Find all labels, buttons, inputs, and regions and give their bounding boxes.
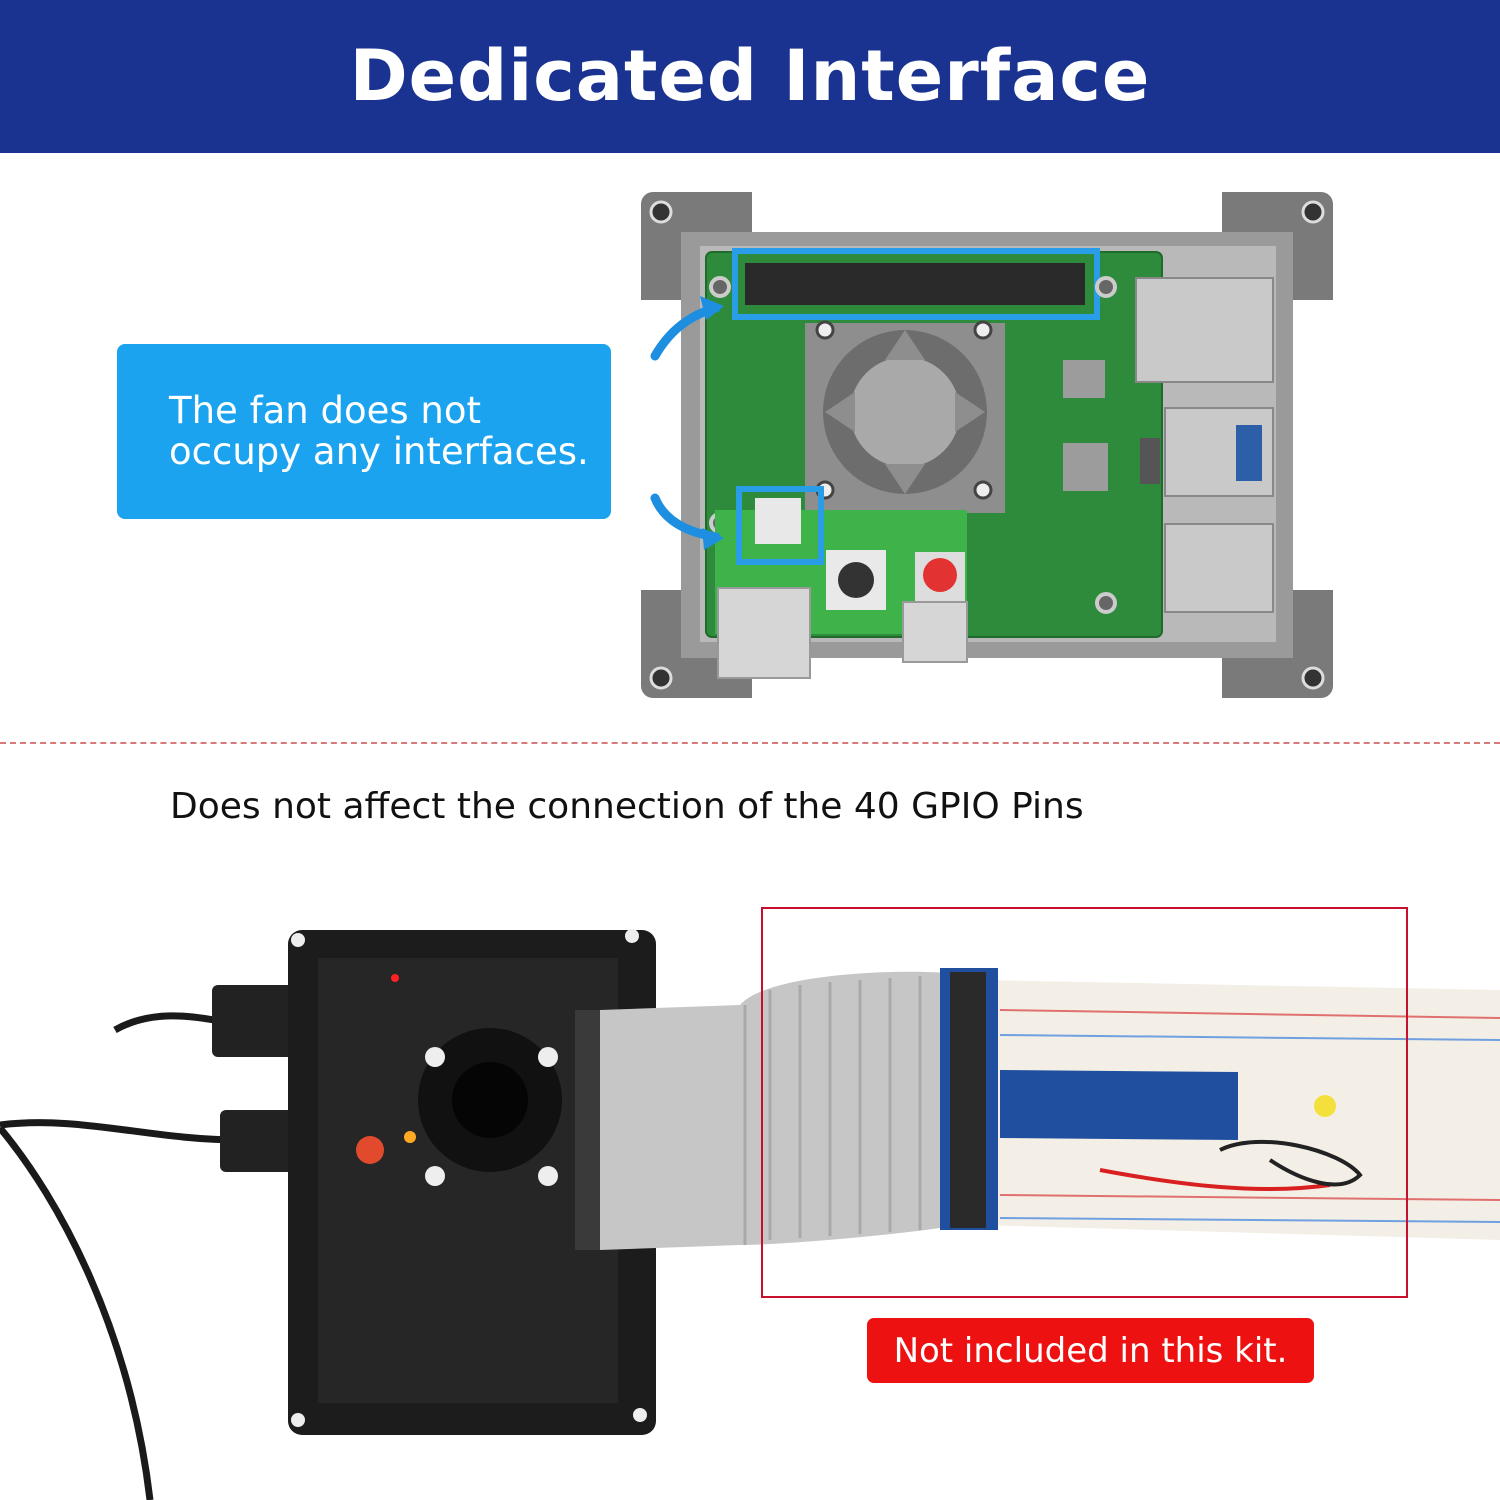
not-included-outline (761, 907, 1408, 1298)
board-chips (1063, 360, 1160, 491)
page-title: Dedicated Interface (349, 35, 1151, 117)
not-included-text: Not included in this kit. (893, 1331, 1288, 1371)
arrow-heads (700, 296, 724, 550)
section-divider (0, 742, 1500, 744)
not-included-badge: Not included in this kit. (867, 1318, 1314, 1383)
usb-c-port (902, 601, 968, 663)
gpio-extension-board (940, 968, 1238, 1230)
gpio-header (732, 248, 1100, 320)
gpio-caption: Does not affect the connection of the 40… (170, 786, 1084, 827)
ribbon-cable (600, 971, 960, 1250)
ethernet-port (1135, 277, 1274, 383)
power-cables (0, 1012, 241, 1500)
header-banner: Dedicated Interface (0, 0, 1500, 153)
usb-port-left (717, 587, 811, 679)
fan-callout-text: The fan does not occupy any interfaces. (169, 389, 589, 473)
black-case (288, 930, 656, 1435)
usb-ports-right (1164, 407, 1274, 613)
breadboard (980, 980, 1500, 1240)
led-circuit (1099, 1139, 1363, 1191)
case-screws (649, 200, 1325, 690)
black-case-screws (291, 929, 647, 1427)
led (1314, 1095, 1336, 1117)
cooling-fan (805, 323, 1005, 513)
fan-callout: The fan does not occupy any interfaces. (117, 344, 611, 519)
